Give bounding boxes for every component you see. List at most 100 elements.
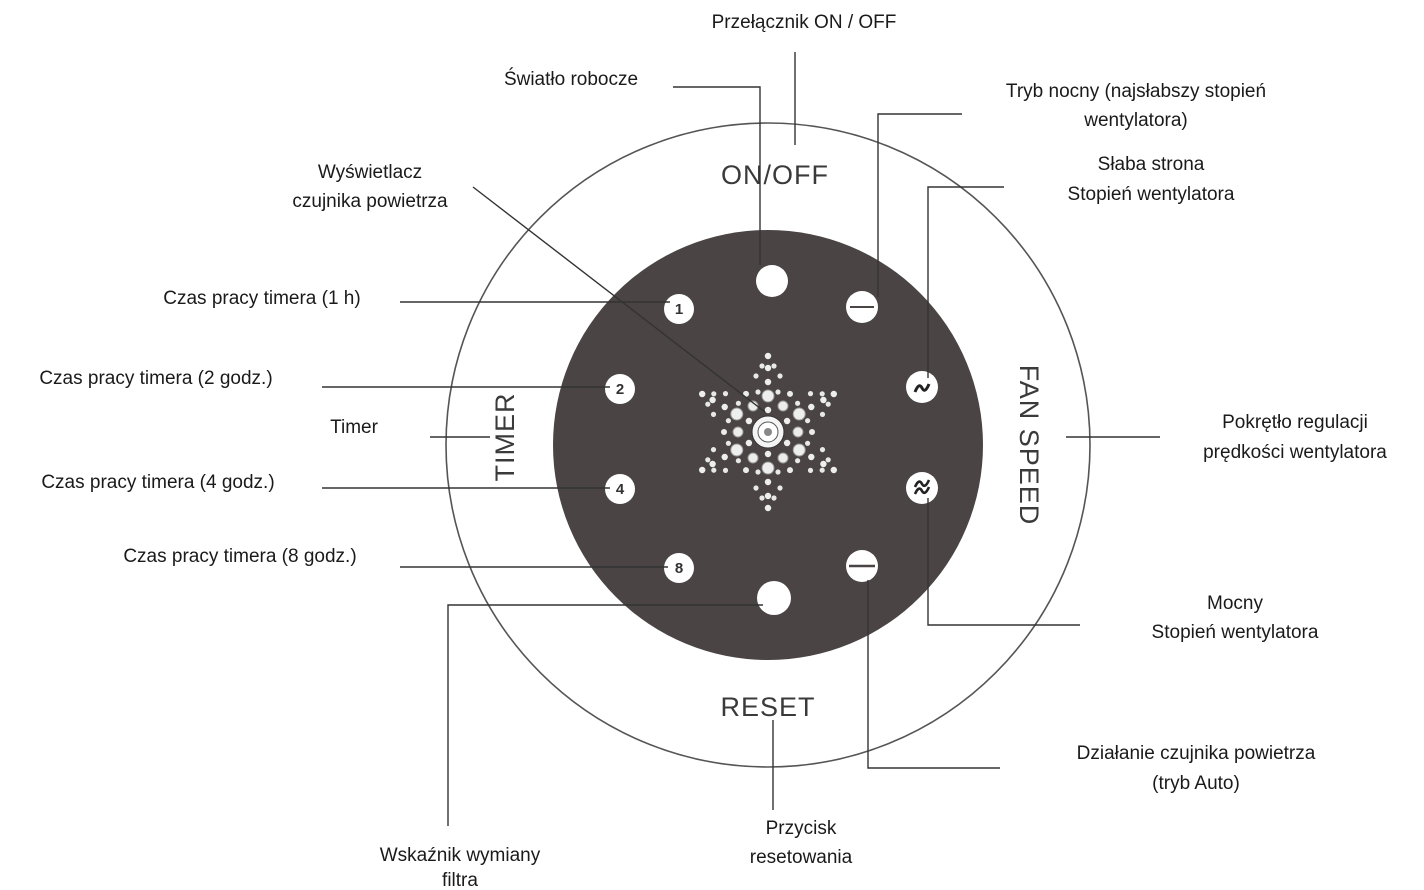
leader-work-light: [673, 86, 761, 265]
sensor-dot: [764, 504, 772, 512]
work-light-button[interactable]: [756, 265, 788, 297]
label-fan-knob-2: prędkości wentylatora: [1203, 442, 1387, 463]
fan-strong-button[interactable]: [906, 472, 938, 504]
sensor-dot: [735, 400, 742, 406]
sensor-dot: [753, 373, 759, 379]
sensor-dot: [745, 417, 753, 425]
sensor-dot: [709, 460, 716, 468]
label-fan-weak-2: Stopień wentylatora: [1068, 184, 1235, 205]
label-filter-2: filtra: [442, 870, 478, 890]
label-fan-strong-2: Stopień wentylatora: [1152, 622, 1319, 643]
sensor-dot: [722, 391, 729, 397]
sensor-dot: [764, 352, 772, 360]
sensor-dot: [753, 485, 759, 491]
label-timer-8h: Czas pracy timera (8 godz.): [123, 546, 356, 567]
sensor-dot: [771, 495, 777, 501]
leader-fan-strong: [927, 498, 1080, 626]
label-sensor-display-1: Wyświetlacz: [318, 162, 422, 183]
leader-auto-mode: [867, 580, 1000, 769]
sensor-dot: [759, 495, 765, 501]
sensor-dot: [819, 391, 825, 397]
panel-onoff-text: ON/OFF: [721, 160, 829, 190]
timer-8-button[interactable]: 8: [664, 553, 694, 583]
sensor-dot: [755, 469, 761, 475]
sensor-dot: [755, 389, 761, 395]
sensor-dot: [732, 426, 744, 438]
reset-button[interactable]: [757, 581, 791, 615]
timer-1-button[interactable]: 1: [664, 294, 694, 324]
sensor-dot: [764, 378, 772, 386]
leader-night-mode: [877, 113, 962, 297]
sensor-dot: [735, 458, 742, 464]
sensor-dot: [764, 364, 772, 372]
sensor-dot: [745, 439, 753, 447]
sensor-dot: [825, 401, 831, 407]
sensor-dot: [730, 407, 744, 421]
sensor-dot: [783, 417, 791, 425]
sensor-dot: [699, 390, 706, 398]
sensor-dot: [787, 467, 793, 474]
sensor-dot: [709, 396, 716, 404]
sensor-dot: [764, 406, 772, 414]
label-timer-2h: Czas pracy timera (2 godz.): [39, 368, 272, 389]
timer-2-label: 2: [616, 381, 624, 398]
timer-4-label: 4: [616, 481, 625, 498]
sensor-dot: [710, 411, 717, 417]
sensor-dot: [764, 478, 772, 486]
sensor-dot: [705, 401, 711, 407]
sensor-dot: [730, 443, 744, 457]
sensor-dot: [761, 389, 775, 403]
sensor-dot: [711, 391, 717, 397]
sensor-dot: [825, 457, 831, 463]
label-night-mode-1: Tryb nocny (najsłabszy stopień: [1006, 81, 1266, 102]
sensor-dot: [699, 466, 706, 474]
sensor-dot: [808, 403, 815, 411]
timer-8-label: 8: [675, 560, 683, 577]
sensor-dot: [722, 467, 729, 473]
sensor-dot: [787, 390, 793, 397]
sensor-dot: [721, 403, 728, 411]
sensor-dot: [764, 492, 772, 500]
sensor-dot: [747, 452, 759, 464]
sensor-dot: [792, 426, 804, 438]
sensor-dot: [777, 485, 783, 491]
sensor-dot: [721, 429, 727, 435]
sensor-dot: [705, 457, 711, 463]
sensor-dot: [725, 440, 732, 446]
sensor-dot: [805, 440, 811, 446]
sensor-dot: [710, 447, 717, 453]
label-auto-mode-1: Działanie czujnika powietrza: [1077, 743, 1316, 764]
sensor-dot: [761, 461, 775, 475]
sensor-dot: [759, 363, 765, 369]
sensor-dot: [795, 458, 801, 464]
sensor-dot: [743, 467, 749, 474]
leader-fan-weak: [927, 186, 1004, 378]
sensor-dot: [771, 363, 777, 369]
sensor-dot: [764, 450, 772, 458]
night-mode-button[interactable]: [846, 291, 878, 323]
sensor-dot: [725, 418, 732, 424]
label-filter-1: Wskaźnik wymiany: [380, 845, 541, 866]
timer-2-button[interactable]: 2: [605, 374, 635, 404]
fan-weak-button[interactable]: [906, 371, 938, 403]
sensor-dot: [819, 447, 826, 453]
leader-sensor-display: [472, 186, 766, 413]
sensor-dot: [830, 466, 837, 474]
sensor-dot: [777, 373, 783, 379]
timer-1-label: 1: [675, 301, 683, 318]
sensor-dot: [809, 429, 815, 435]
sensor-dot: [775, 469, 781, 475]
label-reset-1: Przycisk: [766, 818, 837, 839]
label-onoff: Przełącznik ON / OFF: [712, 12, 897, 33]
timer-4-button[interactable]: 4: [605, 474, 635, 504]
sensor-dot: [805, 418, 811, 424]
auto-mode-button[interactable]: [846, 550, 878, 582]
label-fan-weak-1: Słaba strona: [1098, 154, 1205, 175]
sensor-dot: [819, 467, 825, 473]
sensor-dot: [830, 390, 837, 398]
sensor-dot: [721, 453, 728, 461]
label-timer-1h: Czas pracy timera (1 h): [163, 288, 360, 309]
air-sensor-display: [699, 352, 837, 512]
